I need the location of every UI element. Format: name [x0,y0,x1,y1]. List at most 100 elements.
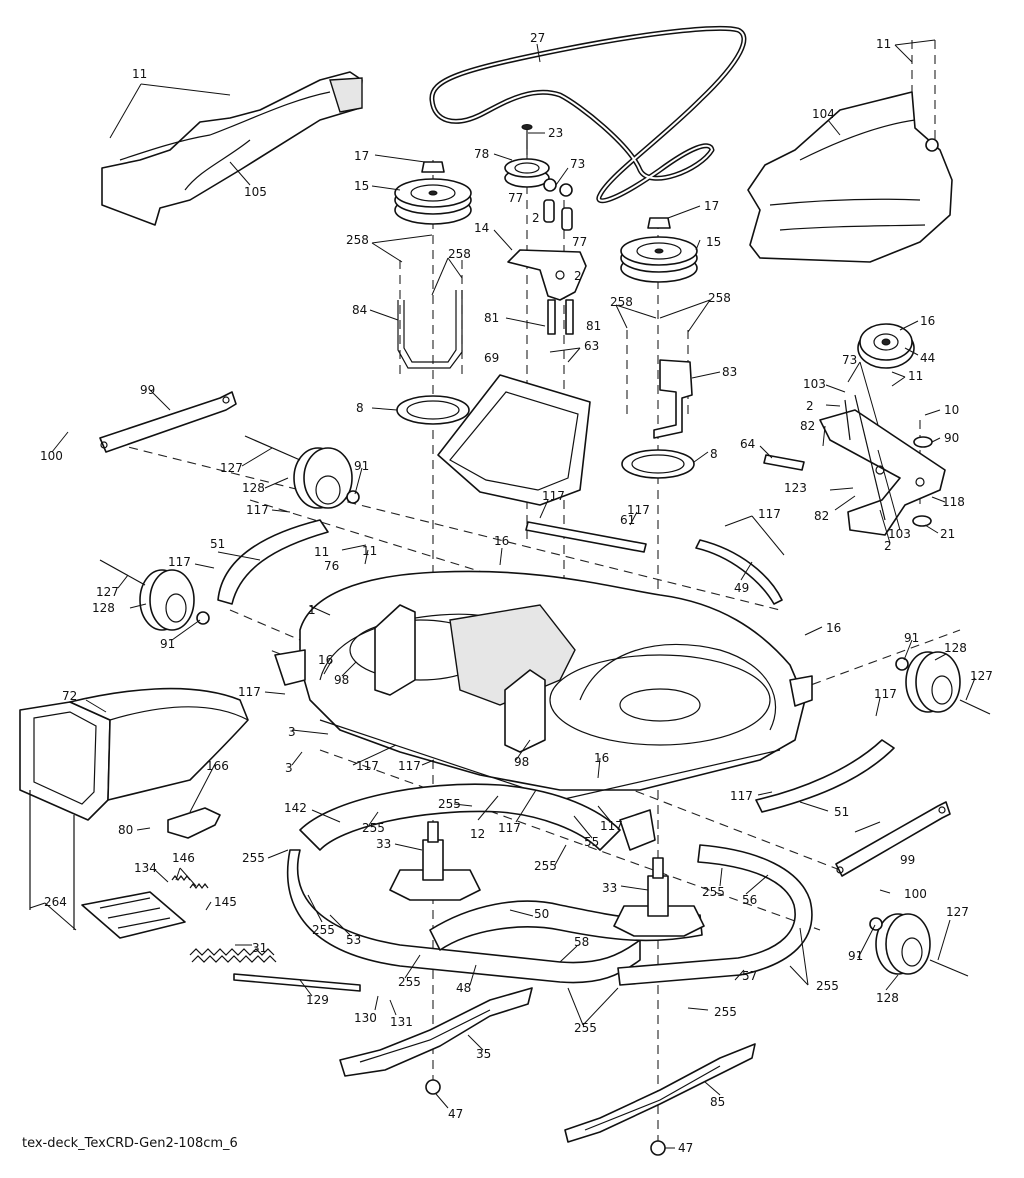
idler-arm-14 [507,249,587,301]
callout-27: 27 [530,31,545,45]
pulley-left-15 [394,161,472,225]
callout-258: 258 [610,295,633,309]
callout-69: 69 [484,351,499,365]
callout-117: 117 [498,821,521,835]
callout-numbers: 27 11 11 11 11 11 23 73 73 78 104 105 17… [40,31,993,1155]
callout-255: 255 [242,851,265,865]
callout-14: 14 [474,221,489,235]
callout-49: 49 [734,581,749,595]
callout-12: 12 [470,827,485,841]
callout-44: 44 [920,351,935,365]
plate-133 [81,891,186,939]
callout-98: 98 [514,755,529,769]
callout-145: 145 [214,895,237,909]
bracket-166 [167,807,221,839]
callout-2: 2 [574,269,582,283]
callout-117: 117 [730,789,753,803]
callout-2: 2 [806,399,814,413]
callout-47: 47 [448,1107,463,1121]
callout-81: 81 [586,319,601,333]
callout-91: 91 [354,459,369,473]
callout-2: 2 [884,539,892,553]
callout-35: 35 [476,1047,491,1061]
callout-255: 255 [312,923,335,937]
callout-17: 17 [354,149,369,163]
callout-91: 91 [160,637,175,651]
bracket-83 [653,359,693,439]
callout-2: 2 [532,211,540,225]
callout-1: 1 [308,603,316,617]
callout-99: 99 [140,383,155,397]
baffle-56-57 [617,844,813,986]
callout-57: 57 [742,969,757,983]
diagram-caption: tex-deck_TexCRD-Gen2-108cm_6 [22,1136,238,1151]
callout-17: 17 [704,199,719,213]
callout-50: 50 [534,907,549,921]
callout-166: 166 [206,759,229,773]
callout-3: 3 [285,761,293,775]
belt-cover-right-104 [747,91,953,263]
bumper-left-51 [217,519,329,605]
callout-31: 31 [252,941,267,955]
callout-146: 146 [172,851,195,865]
callout-83: 83 [722,365,737,379]
wheel-lower-right-128 [869,913,969,977]
baffle-53 [286,849,641,984]
callout-103: 103 [888,527,911,541]
callout-23: 23 [548,126,563,140]
callout-82: 82 [800,419,815,433]
wheel-left-128 [99,559,210,631]
callout-61: 61 [620,513,635,527]
callout-255: 255 [702,885,725,899]
callout-85: 85 [710,1095,725,1109]
callout-131: 131 [390,1015,413,1029]
callout-117: 117 [600,819,623,833]
callout-53: 53 [346,933,361,947]
callout-123: 123 [784,481,807,495]
discharge-chute-72 [19,687,249,821]
callout-117: 117 [758,507,781,521]
callout-130: 130 [354,1011,377,1025]
retainer-ring-right-8 [621,449,695,479]
callout-100: 100 [40,449,63,463]
callout-55: 55 [584,835,599,849]
spindle-right-33 [613,857,705,937]
spacers-77 [543,178,573,231]
callout-63: 63 [584,339,599,353]
wheel-right-128 [895,651,991,715]
callout-117: 117 [168,555,191,569]
arm-upper-99 [99,391,237,453]
callout-90: 90 [944,431,959,445]
idler-bracket-118 [819,394,946,536]
callout-91: 91 [904,631,919,645]
callout-258: 258 [448,247,471,261]
callout-16: 16 [826,621,841,635]
callout-117: 117 [542,489,565,503]
callout-leaders [29,39,976,1149]
callout-77: 77 [508,191,523,205]
callout-258: 258 [708,291,731,305]
pulley-right-15 [620,217,698,283]
callout-47: 47 [678,1141,693,1155]
callout-72: 72 [62,689,77,703]
callout-16: 16 [318,653,333,667]
rod-61 [525,521,647,553]
callout-3: 3 [288,725,296,739]
callout-255: 255 [362,821,385,835]
strap-64 [763,454,805,471]
callout-117: 117 [246,503,269,517]
callout-11: 11 [132,67,147,81]
callout-117: 117 [238,685,261,699]
callout-117: 117 [356,759,379,773]
callout-77: 77 [572,235,587,249]
wheel-upper-left-128 [244,435,360,509]
baffle-50 [429,900,703,951]
callout-21: 21 [940,527,955,541]
callout-64: 64 [740,437,755,451]
callout-80: 80 [118,823,133,837]
callout-117: 117 [398,759,421,773]
callout-142: 142 [284,801,307,815]
washer-21 [912,515,932,527]
